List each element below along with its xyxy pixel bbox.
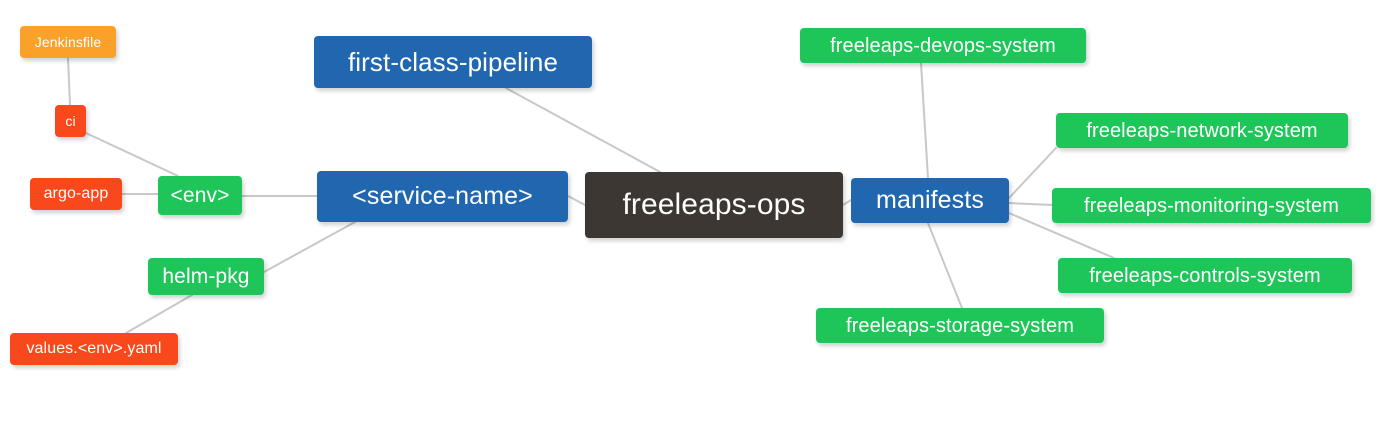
edge-manifests-to-freeleaps-storage-system <box>927 222 963 309</box>
edge-first-class-pipeline-to-freeleaps-ops <box>505 87 661 173</box>
node-jenkinsfile[interactable]: Jenkinsfile <box>20 26 116 58</box>
edge-manifests-to-freeleaps-network-system <box>1008 147 1057 199</box>
node-values-yaml[interactable]: values.<env>.yaml <box>10 333 178 365</box>
node-freeleaps-devops-system[interactable]: freeleaps-devops-system <box>800 28 1086 63</box>
node-argo-app[interactable]: argo-app <box>30 178 122 210</box>
node-helm-pkg[interactable]: helm-pkg <box>148 258 264 295</box>
node-service-name[interactable]: <service-name> <box>317 171 568 222</box>
edge-ci-to-jenkinsfile <box>67 57 71 106</box>
node-freeleaps-monitoring-system[interactable]: freeleaps-monitoring-system <box>1052 188 1371 223</box>
node-freeleaps-controls-system[interactable]: freeleaps-controls-system <box>1058 258 1352 293</box>
node-freeleaps-storage-system[interactable]: freeleaps-storage-system <box>816 308 1104 343</box>
edge-freeleaps-ops-to-manifests <box>842 199 852 206</box>
edge-env-to-ci <box>85 132 179 177</box>
edge-freeleaps-ops-to-service-name <box>567 195 586 206</box>
node-ci[interactable]: ci <box>55 105 86 137</box>
edge-manifests-to-freeleaps-devops-system <box>920 62 929 179</box>
edge-helm-pkg-to-values-yaml <box>125 294 193 334</box>
node-freeleaps-network-system[interactable]: freeleaps-network-system <box>1056 113 1348 148</box>
node-first-class-pipeline[interactable]: first-class-pipeline <box>314 36 592 88</box>
node-manifests[interactable]: manifests <box>851 178 1009 223</box>
edge-manifests-to-freeleaps-monitoring-system <box>1008 202 1053 206</box>
edge-service-name-to-helm-pkg <box>263 221 356 273</box>
node-env[interactable]: <env> <box>158 176 242 215</box>
node-freeleaps-ops[interactable]: freeleaps-ops <box>585 172 843 238</box>
